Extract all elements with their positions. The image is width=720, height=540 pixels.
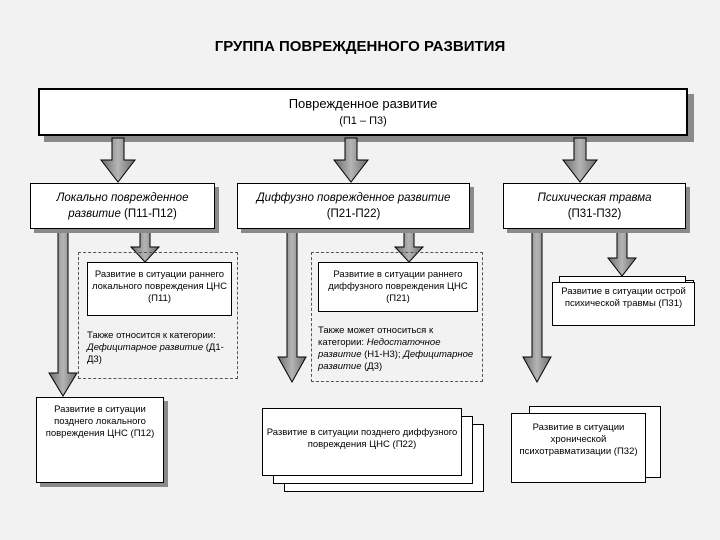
arrow-root-to-trauma — [561, 137, 599, 183]
category-local-code: (П11-П12) — [124, 208, 177, 220]
diffuse-dashed-group — [311, 252, 483, 382]
category-diffuse-code: (П21-П22) — [326, 208, 381, 220]
diffuse-note-code-1: (Н1-Н3); — [364, 349, 401, 360]
category-diffuse-label: Диффузно поврежденное развитие — [256, 192, 451, 204]
trauma-acute-box: Развитие в ситуации острой психической т… — [552, 282, 695, 326]
arrow-root-to-local — [99, 137, 137, 183]
local-late-text: Развитие в ситуации позднего локального … — [45, 404, 155, 439]
category-trauma-label: Психическая травма — [537, 192, 652, 204]
diffuse-note-code-2: (Д3) — [364, 361, 383, 372]
category-trauma: Психическая травма (П31-П32) — [503, 183, 686, 229]
local-note-intro: Также относится к категории: — [87, 330, 216, 341]
category-local: Локально поврежденное развитие (П11-П12) — [30, 183, 215, 229]
diffuse-late-text: Развитие в ситуации позднего диффузного … — [266, 427, 458, 450]
local-note: Также относится к категории: Дефицитарно… — [87, 330, 237, 366]
diffuse-late-box: Развитие в ситуации позднего диффузного … — [262, 408, 462, 476]
root-node: Поврежденное развитие (П1 – П3) — [38, 88, 688, 136]
arrow-local-to-late — [48, 231, 78, 397]
trauma-chronic-box: Развитие в ситуации хронической психотра… — [511, 413, 646, 483]
trauma-chronic-text: Развитие в ситуации хронической психотра… — [519, 422, 638, 457]
diffuse-note: Также может относиться к категории: Недо… — [318, 325, 478, 373]
arrow-local-to-early — [129, 231, 161, 263]
local-late-box: Развитие в ситуации позднего локального … — [36, 397, 164, 483]
category-local-label: Локально поврежденное развитие — [56, 192, 189, 220]
category-diffuse: Диффузно поврежденное развитие (П21-П22) — [237, 183, 470, 229]
category-trauma-code: (П31-П32) — [567, 208, 622, 220]
trauma-acute-text: Развитие в ситуации острой психической т… — [561, 286, 686, 309]
diffuse-note-italic-2: Дефицитарное развитие — [318, 349, 474, 372]
root-node-label: Поврежденное развитие — [288, 96, 438, 111]
arrow-trauma-to-acute — [606, 231, 638, 277]
local-early-box: Развитие в ситуации раннего локального п… — [87, 262, 232, 316]
arrow-diffuse-to-late — [277, 231, 307, 384]
root-node-code: (П1 – П3) — [339, 115, 387, 127]
local-dashed-group — [78, 252, 238, 379]
diffuse-early-box: Развитие в ситуации раннего диффузного п… — [318, 262, 478, 312]
arrow-root-to-diffuse — [332, 137, 370, 183]
diffuse-note-italic-1: Недостаточное развитие — [318, 337, 441, 360]
arrow-diffuse-to-early — [393, 231, 425, 263]
arrow-trauma-to-chronic — [522, 231, 552, 384]
diffuse-early-text: Развитие в ситуации раннего диффузного п… — [328, 269, 468, 304]
local-note-code: (Д1-Д3) — [87, 342, 224, 365]
diffuse-note-intro: Также может относиться к категории: — [318, 325, 434, 348]
local-note-italic: Дефицитарное развитие — [87, 342, 204, 353]
local-early-text: Развитие в ситуации раннего локального п… — [92, 269, 227, 304]
page-title: ГРУППА ПОВРЕЖДЕННОГО РАЗВИТИЯ — [214, 38, 506, 55]
